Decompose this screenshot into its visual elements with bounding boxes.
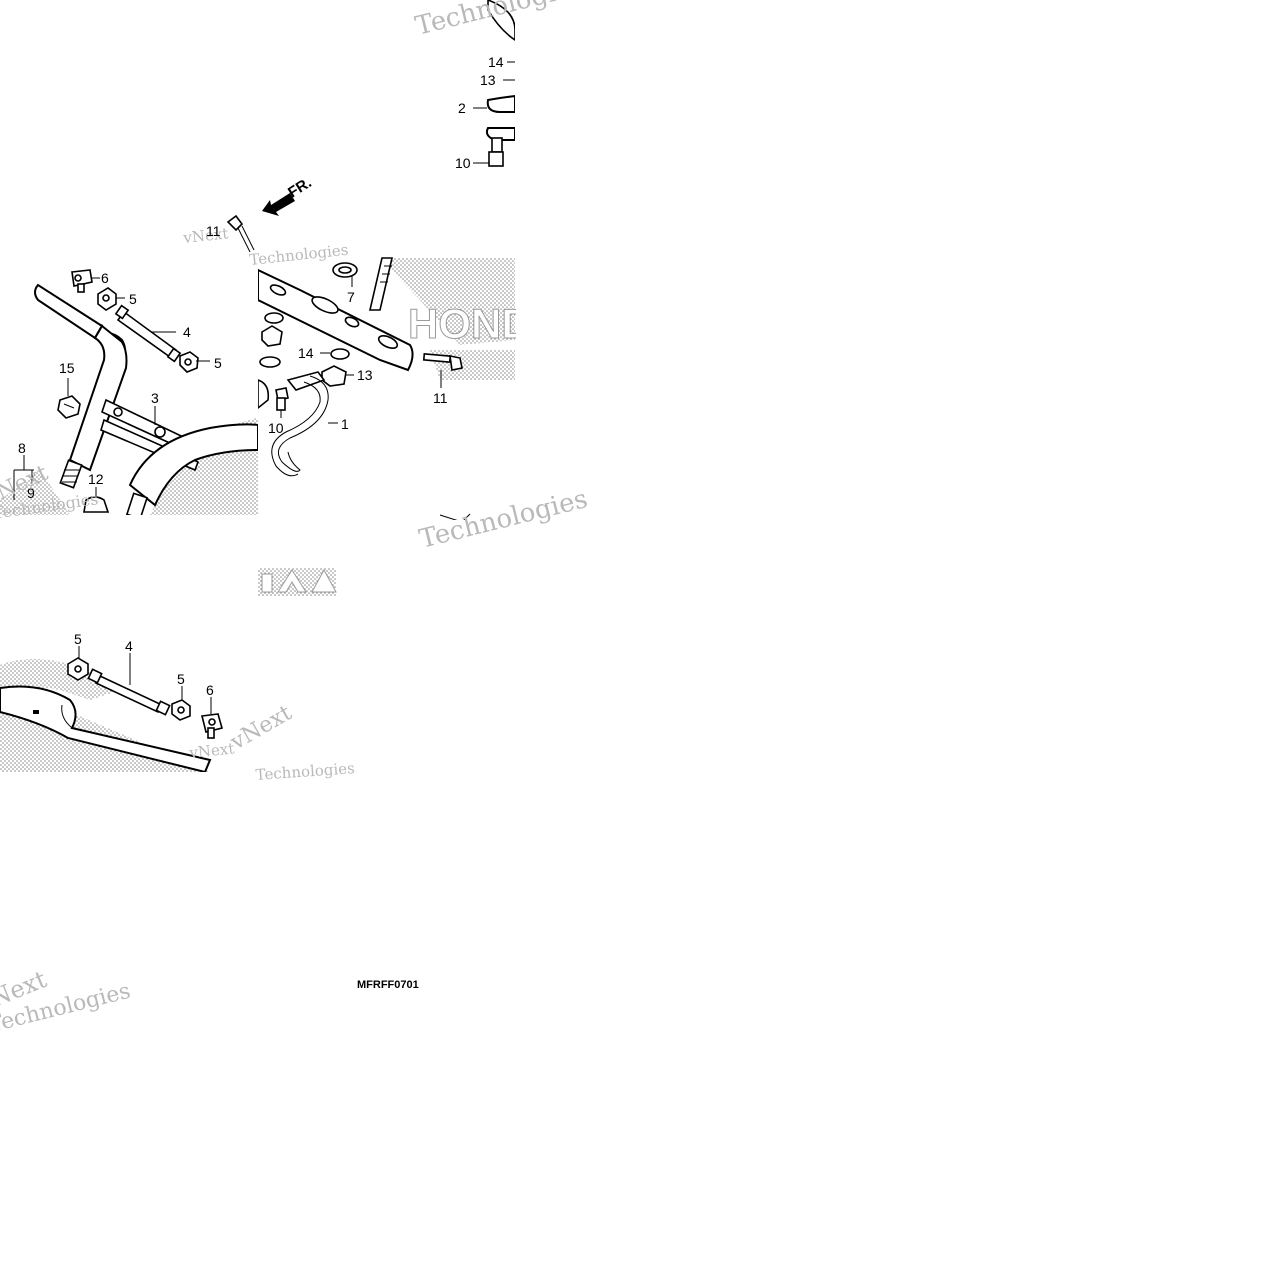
callout-13-mid: 13: [357, 367, 373, 383]
panel-top-bridge: HONDA: [258, 257, 562, 520]
watermark-vnext-lower: vNext: [188, 739, 236, 762]
callout-5-lower-a: 5: [74, 631, 82, 647]
callout-5-lower-b: 5: [177, 671, 185, 687]
callout-12: 12: [88, 471, 104, 487]
callout-11-upper: 11: [206, 223, 221, 239]
watermark-technologies-lower: Technologies: [255, 759, 355, 784]
callout-7: 7: [347, 289, 355, 305]
panel-handlebar-detail: [0, 646, 223, 772]
callout-4-upper: 4: [183, 324, 191, 340]
panel-handlebar-overview: [0, 269, 258, 515]
fragment-top-right: [473, 0, 515, 167]
brand-mark-fragment: HONDA: [408, 300, 562, 347]
diagram-code: MFRFF0701: [357, 979, 419, 991]
callout-5-upper-b: 5: [214, 355, 222, 371]
watermark-technologies-top: Technologies: [249, 241, 350, 269]
callout-14-top: 14: [488, 54, 504, 70]
callout-4-lower: 4: [125, 638, 133, 654]
callout-11-mid: 11: [433, 390, 448, 406]
watermark-technologies-mid: Technologies: [416, 484, 590, 555]
callout-10-mid: 10: [268, 420, 284, 436]
callout-6-upper: 6: [101, 270, 109, 286]
callout-3: 3: [151, 390, 159, 406]
bolt-11-upper: [226, 214, 255, 253]
callout-9: 9: [27, 485, 35, 501]
callout-10-top: 10: [455, 155, 471, 171]
callout-1: 1: [341, 416, 349, 432]
callout-14-mid: 14: [298, 345, 314, 361]
callout-2: 2: [458, 100, 466, 116]
front-direction-arrow-icon: [262, 193, 295, 216]
callout-13-top: 13: [480, 72, 496, 88]
watermark-vnext-lower-b: vNext: [226, 700, 297, 755]
callout-5-upper-a: 5: [129, 291, 137, 307]
callout-15: 15: [59, 360, 75, 376]
callout-6-lower: 6: [206, 682, 214, 698]
brand-fragment-lower: [258, 568, 337, 596]
callout-8: 8: [18, 440, 26, 456]
watermark-vnext-top: vNext: [182, 224, 230, 247]
watermark-technologies: Technologies: [412, 0, 586, 42]
